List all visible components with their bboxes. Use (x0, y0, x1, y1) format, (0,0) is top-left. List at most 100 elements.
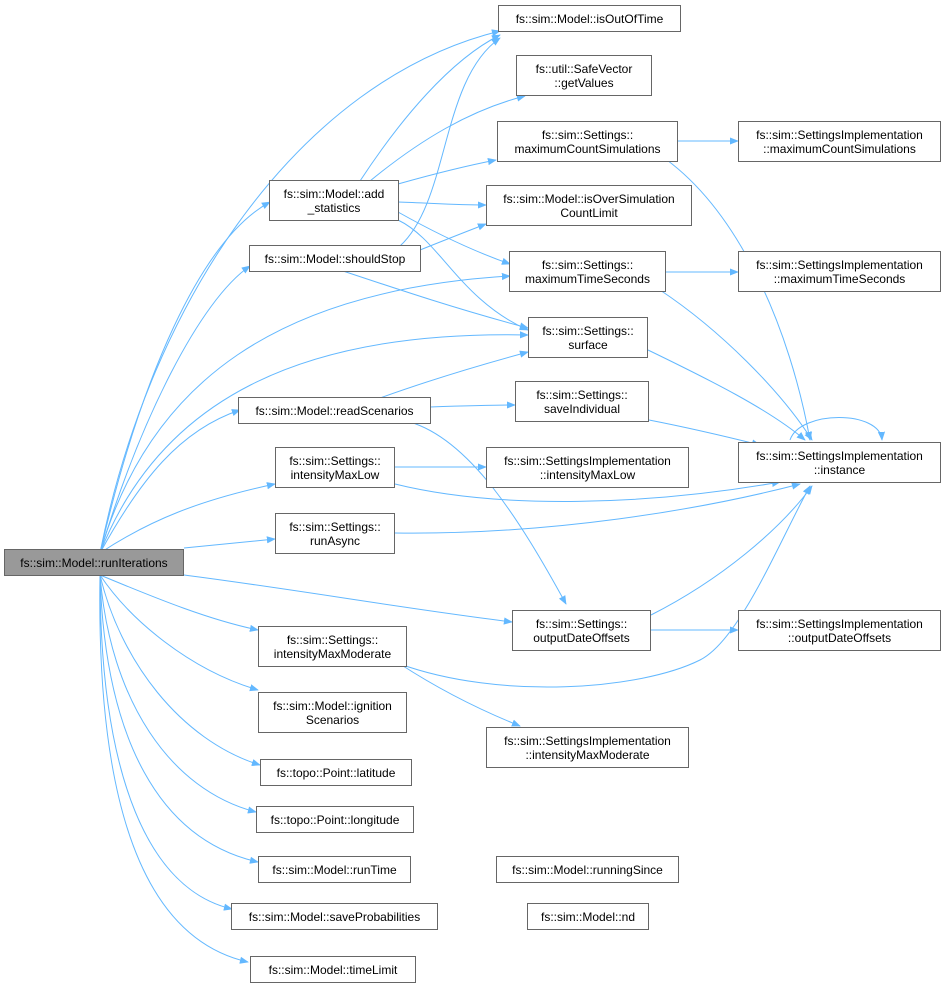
edge-runiterations-latitude (99, 574, 261, 767)
edge-runiterations-timelimit (99, 574, 249, 964)
node-impl-max-count-sim[interactable]: fs::sim::SettingsImplementation::maximum… (738, 121, 941, 162)
edge-intensitymoderate-instance (399, 485, 811, 688)
edge-addstatistics-isoutoftime (359, 34, 501, 182)
edge-runiterations-runtime (99, 574, 259, 864)
node-label-line: fs::sim::Settings:: (541, 127, 634, 142)
edge-runiterations-intensitylow (99, 482, 276, 554)
node-time-limit[interactable]: fs::sim::Model::timeLimit (250, 956, 416, 983)
edge-runasync-instance (394, 482, 801, 534)
edge-shouldstop-isoversimcount (419, 223, 487, 251)
edge-shouldstop-surface (339, 269, 529, 330)
node-label-line: fs::sim::Settings:: (541, 257, 634, 272)
node-label-line: runAsync (309, 533, 361, 548)
node-add-statistics[interactable]: fs::sim::Model::add_statistics (269, 180, 399, 221)
edge-runiterations-saveprobabilities (99, 574, 233, 911)
edge-saveindividual-instance (648, 419, 761, 447)
node-label-line: ::maximumCountSimulations (763, 141, 916, 156)
node-label-line: ::instance (813, 462, 866, 477)
node-label-line: fs::sim::Model::runIterations (20, 555, 168, 570)
node-label-line: intensityMaxLow (290, 467, 380, 482)
node-label-line: fs::sim::Model::timeLimit (268, 962, 398, 977)
edge-intensitylow-instance (394, 479, 781, 502)
node-label-line: ::intensityMaxModerate (525, 747, 650, 762)
node-label-line: fs::sim::Model::readScenarios (255, 403, 414, 418)
node-label-line: fs::sim::Settings:: (536, 387, 628, 402)
edge-instance-self (789, 417, 886, 441)
node-point-latitude[interactable]: fs::topo::Point::latitude (260, 759, 412, 786)
node-label-line: fs::sim::Settings:: (542, 323, 634, 338)
node-impl-max-time[interactable]: fs::sim::SettingsImplementation::maximum… (738, 251, 941, 292)
node-run-time[interactable]: fs::sim::Model::runTime (258, 856, 411, 883)
node-label-line: fs::util::SafeVector (535, 61, 633, 76)
edge-addstatistics-isoversimcount (397, 201, 487, 209)
node-impl-instance[interactable]: fs::sim::SettingsImplementation::instanc… (738, 442, 941, 483)
node-label-line: outputDateOffsets (533, 630, 630, 645)
node-label-line: fs::sim::Model::saveProbabilities (248, 909, 421, 924)
edge-runiterations-isoutoftime (99, 29, 501, 554)
edge-outputoffsets-instance (650, 485, 813, 616)
node-label-line: ::outputDateOffsets (787, 630, 892, 645)
node-label-line: fs::sim::Model::isOverSimulation (503, 191, 675, 206)
node-label-line: fs::sim::Model::isOutOfTime (515, 11, 664, 26)
edge-addstatistics-maxcountsim (397, 158, 497, 185)
edge-runiterations-longitude (99, 574, 257, 814)
node-impl-output-offsets[interactable]: fs::sim::SettingsImplementation::outputD… (738, 610, 941, 651)
edge-runiterations-maxtime (99, 272, 511, 554)
edge-maxtime-instance (659, 289, 813, 441)
node-label-line: fs::sim::Settings:: (286, 632, 379, 647)
node-settings-surface[interactable]: fs::sim::Settings::surface (528, 317, 648, 358)
node-label-line: fs::sim::SettingsImplementation (756, 616, 923, 631)
node-label-line: fs::sim::Settings:: (289, 519, 381, 534)
node-label-line: fs::sim::SettingsImplementation (756, 127, 923, 142)
node-label-line: surface (568, 337, 608, 352)
node-label-line: fs::sim::SettingsImplementation (504, 733, 671, 748)
node-label-line: fs::sim::SettingsImplementation (756, 448, 923, 463)
node-run-iterations[interactable]: fs::sim::Model::runIterations (4, 549, 184, 576)
node-settings-intensity-low[interactable]: fs::sim::Settings::intensityMaxLow (275, 447, 395, 488)
edge-addstatistics-surface (397, 219, 529, 331)
edge-runiterations-readscenarios (99, 409, 241, 554)
node-label-line: fs::topo::Point::longitude (270, 812, 400, 827)
node-settings-save-individual[interactable]: fs::sim::Settings::saveIndividual (515, 381, 649, 422)
node-label-line: fs::sim::SettingsImplementation (504, 453, 671, 468)
node-impl-intensity-moderate[interactable]: fs::sim::SettingsImplementation::intensi… (486, 727, 689, 768)
node-save-probabilities[interactable]: fs::sim::Model::saveProbabilities (231, 903, 438, 930)
node-label-line: _statistics (307, 200, 361, 215)
node-label-line: fs::topo::Point::latitude (276, 765, 396, 780)
edge-runiterations-intensitymoderate (99, 574, 259, 632)
node-settings-run-async[interactable]: fs::sim::Settings::runAsync (275, 513, 395, 554)
edge-surface-instance (647, 349, 806, 441)
edge-readscenarios-saveindividual (429, 401, 516, 409)
edge-runiterations-surface (99, 331, 529, 554)
node-settings-max-time[interactable]: fs::sim::Settings::maximumTimeSeconds (509, 251, 666, 292)
node-get-values[interactable]: fs::util::SafeVector::getValues (516, 55, 652, 96)
edge-readscenarios-outputoffsets (409, 421, 567, 605)
edge-readscenarios-surface (379, 350, 529, 399)
node-should-stop[interactable]: fs::sim::Model::shouldStop (249, 245, 421, 272)
node-label-line: fs::sim::Settings:: (289, 453, 381, 468)
node-impl-intensity-low[interactable]: fs::sim::SettingsImplementation::intensi… (486, 447, 689, 488)
edge-shouldstop-isoutoftime (399, 37, 501, 247)
node-label-line: Scenarios (305, 712, 360, 727)
node-settings-intensity-moderate[interactable]: fs::sim::Settings::intensityMaxModerate (258, 626, 407, 667)
node-label-line: fs::sim::Model::shouldStop (264, 251, 406, 266)
node-label-line: intensityMaxModerate (273, 646, 392, 661)
node-is-out-of-time[interactable]: fs::sim::Model::isOutOfTime (498, 5, 681, 32)
node-label-line: CountLimit (560, 205, 618, 220)
node-point-longitude[interactable]: fs::topo::Point::longitude (256, 806, 414, 833)
node-label-line: saveIndividual (543, 401, 621, 416)
node-settings-output-offsets[interactable]: fs::sim::Settings::outputDateOffsets (512, 610, 651, 651)
node-settings-max-count-sim[interactable]: fs::sim::Settings::maximumCountSimulatio… (497, 121, 678, 162)
node-read-scenarios[interactable]: fs::sim::Model::readScenarios (238, 397, 431, 424)
node-label-line: fs::sim::Model::ignition (273, 698, 392, 713)
edge-runiterations-outputoffsets (183, 574, 513, 625)
node-label-line: maximumCountSimulations (514, 141, 661, 156)
edge-addstatistics-getvalues (369, 94, 526, 182)
node-label-line: fs::sim::Model::runTime (272, 862, 397, 877)
node-model-nd[interactable]: fs::sim::Model::nd (527, 903, 649, 930)
node-running-since[interactable]: fs::sim::Model::runningSince (496, 856, 679, 883)
node-label-line: fs::sim::Model::runningSince (512, 862, 663, 877)
